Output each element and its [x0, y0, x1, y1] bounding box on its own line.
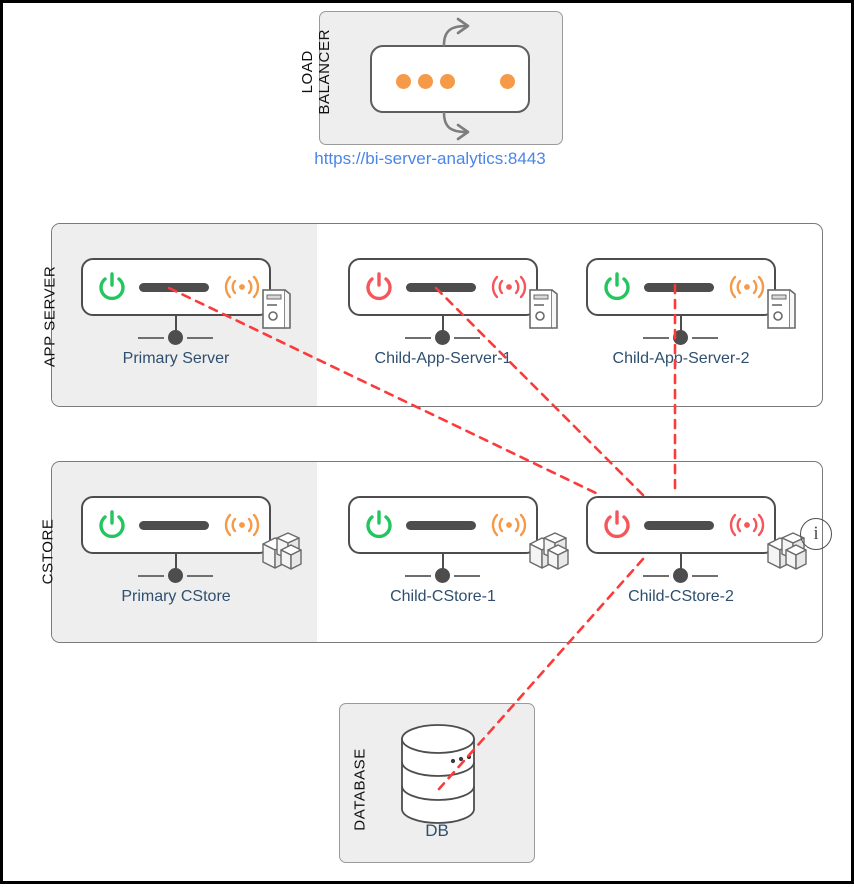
- node-label: Child-App-Server-2: [612, 350, 750, 367]
- load-balancer-arrows: [442, 17, 470, 141]
- server-tower-icon: [529, 289, 558, 329]
- database-panel: [339, 703, 535, 863]
- signal-icon: [729, 275, 765, 299]
- connection-links: [167, 283, 677, 791]
- node-label: Child-CStore-2: [628, 588, 734, 605]
- node-bar: [139, 283, 209, 292]
- node-label: Child-CStore-1: [390, 588, 496, 605]
- load-balancer-body: [370, 45, 530, 113]
- node-stem: [175, 554, 178, 571]
- signal-icon: [224, 275, 260, 299]
- cubes-icon: [529, 532, 569, 570]
- lb-dot-4: [500, 74, 515, 89]
- node-bar: [644, 521, 714, 530]
- node-dash-right: [454, 574, 480, 577]
- node-label: Primary CStore: [121, 588, 231, 605]
- load-balancer-panel: [319, 11, 563, 145]
- node-dash-right: [692, 336, 718, 339]
- node-knob: [168, 330, 183, 345]
- node-label: Child-App-Server-1: [374, 350, 512, 367]
- node-bar: [406, 521, 476, 530]
- power-icon: [604, 510, 630, 539]
- node-stem: [680, 316, 683, 333]
- node-bar: [139, 521, 209, 530]
- node-dash-left: [138, 336, 164, 339]
- node-dash-right: [187, 336, 213, 339]
- signal-icon: [491, 513, 527, 537]
- lb-dot-2: [418, 74, 433, 89]
- node-stem: [680, 554, 683, 571]
- server-tower-icon: [262, 289, 291, 329]
- server-tower-icon: [767, 289, 796, 329]
- node-dash-right: [187, 574, 213, 577]
- info-badge[interactable]: i: [800, 518, 832, 550]
- node-label: Primary Server: [122, 350, 230, 367]
- node-knob: [673, 568, 688, 583]
- node-dash-left: [405, 574, 431, 577]
- signal-icon: [224, 513, 260, 537]
- node-stem: [442, 554, 445, 571]
- link-primary-server-to-child-cstore-2: [167, 286, 602, 497]
- power-icon: [604, 272, 630, 301]
- database-cylinder-icon: [401, 724, 475, 824]
- power-icon: [99, 272, 125, 301]
- link-child-app-server-1-to-child-cstore-2: [434, 286, 645, 497]
- signal-icon: [491, 275, 527, 299]
- cubes-icon: [767, 532, 807, 570]
- node-dash-left: [405, 336, 431, 339]
- node-dash-left: [138, 574, 164, 577]
- power-icon: [366, 272, 392, 301]
- node-dash-left: [643, 336, 669, 339]
- node-dash-right: [454, 336, 480, 339]
- arrow-right-top-icon: [442, 24, 468, 47]
- cubes-icon: [262, 532, 302, 570]
- link-child-cstore-2-to-db: [437, 557, 645, 791]
- node-bar: [644, 283, 714, 292]
- lb-dot-1: [396, 74, 411, 89]
- load-balancer-url: https://bi-server-analytics:8443: [314, 149, 546, 168]
- node-dash-right: [692, 574, 718, 577]
- node-bar: [406, 283, 476, 292]
- node-stem: [175, 316, 178, 333]
- lb-dot-3: [440, 74, 455, 89]
- node-knob: [673, 330, 688, 345]
- power-icon: [99, 510, 125, 539]
- node-dash-left: [643, 574, 669, 577]
- node-knob: [168, 568, 183, 583]
- node-knob: [435, 568, 450, 583]
- signal-icon: [729, 513, 765, 537]
- node-stem: [442, 316, 445, 333]
- database-caption: DB: [425, 821, 449, 840]
- power-icon: [366, 510, 392, 539]
- node-knob: [435, 330, 450, 345]
- arrow-right-bottom-icon: [442, 111, 468, 134]
